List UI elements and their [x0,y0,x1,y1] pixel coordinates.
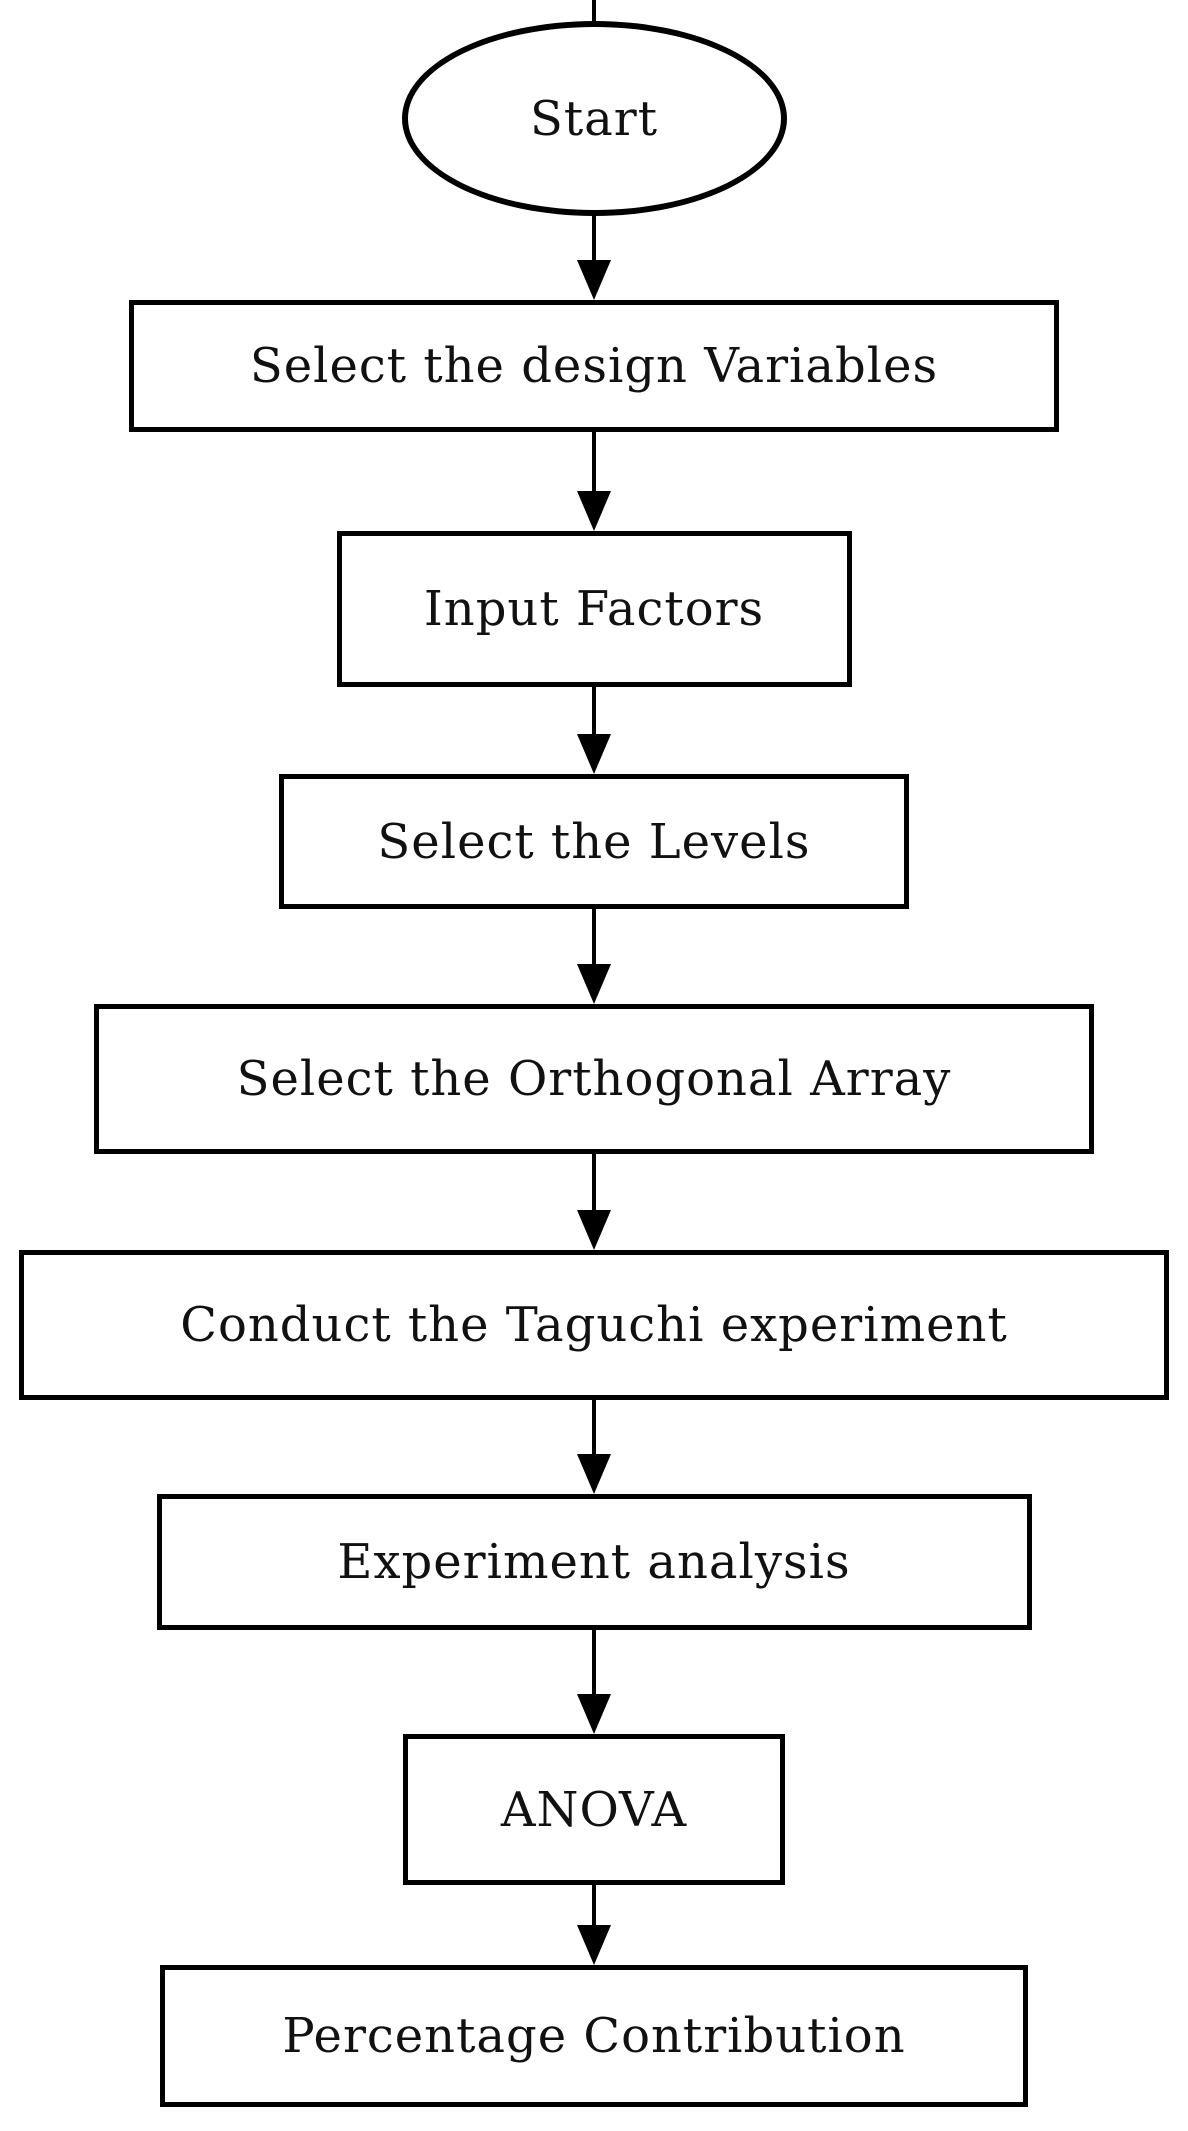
arrow-down-icon [577,964,611,1004]
arrow-connector [577,1630,611,1734]
node-percentage-contribution-label: Percentage Contribution [282,2008,906,2064]
arrow-line [592,216,596,261]
arrow-line [592,1400,596,1455]
node-start-label: Start [529,90,659,147]
arrow-line [592,1630,596,1695]
node-select-design-variables-label: Select the design Variables [249,338,939,394]
arrow-down-icon [577,1210,611,1250]
arrow-line [592,1154,596,1211]
node-start: Start [401,21,787,216]
arrow-connector [577,1885,611,1965]
node-percentage-contribution: Percentage Contribution [160,1965,1028,2107]
arrow-connector [577,909,611,1004]
top-stub-line [592,0,596,25]
arrow-connector [577,1400,611,1494]
node-anova: ANOVA [403,1734,785,1885]
node-experiment-analysis: Experiment analysis [156,1494,1032,1630]
arrow-line [592,432,596,492]
arrow-line [592,687,596,735]
arrow-connector [577,1154,611,1250]
arrow-line [592,909,596,965]
arrow-down-icon [577,1694,611,1734]
arrow-connector [577,432,611,531]
arrow-connector [577,687,611,774]
node-conduct-taguchi-experiment-label: Conduct the Taguchi experiment [180,1297,1008,1353]
node-select-orthogonal-array-label: Select the Orthogonal Array [236,1051,952,1107]
arrow-down-icon [577,491,611,531]
arrow-down-icon [577,1454,611,1494]
node-anova-label: ANOVA [500,1781,688,1838]
node-input-factors: Input Factors [336,531,852,687]
node-select-levels: Select the Levels [279,774,909,909]
node-input-factors-label: Input Factors [423,581,765,637]
arrow-down-icon [577,1925,611,1965]
arrow-line [592,1885,596,1926]
arrow-connector [577,216,611,300]
node-experiment-analysis-label: Experiment analysis [337,1534,851,1590]
node-select-levels-label: Select the Levels [377,813,811,870]
node-select-orthogonal-array: Select the Orthogonal Array [94,1004,1094,1154]
arrow-down-icon [577,734,611,774]
node-conduct-taguchi-experiment: Conduct the Taguchi experiment [19,1250,1169,1400]
arrow-down-icon [577,260,611,300]
node-select-design-variables: Select the design Variables [129,300,1059,432]
